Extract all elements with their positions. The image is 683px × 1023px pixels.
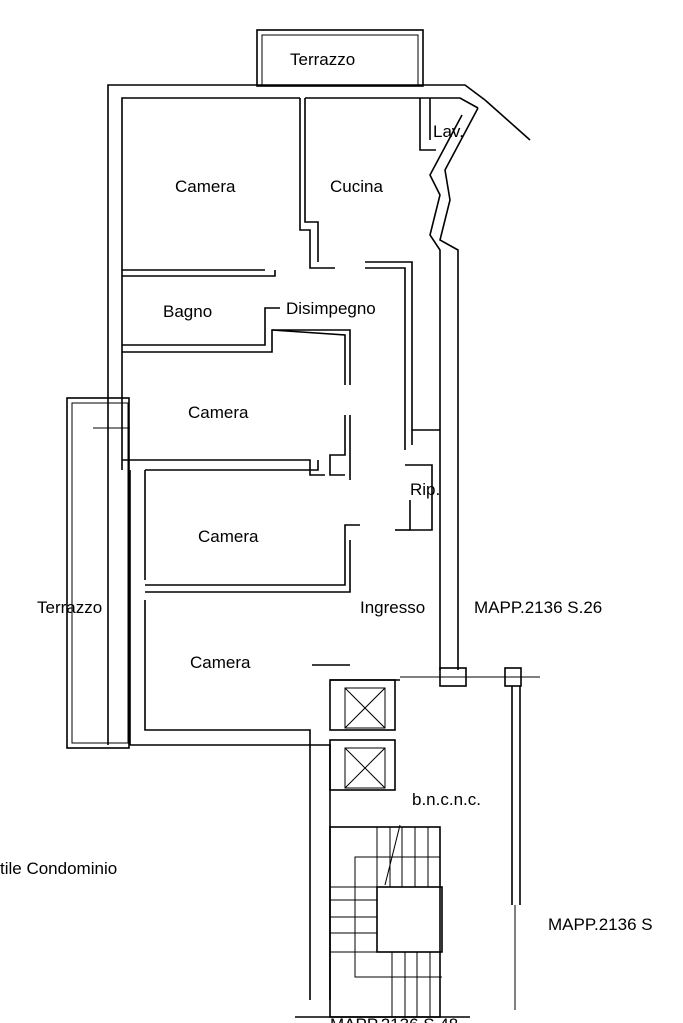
label-cortile-condominio: tile Condominio: [0, 859, 117, 878]
room-label-lavanderia: Lav.: [433, 122, 464, 141]
label-mapp-right: MAPP.2136 S: [548, 915, 653, 934]
label-bncnc: b.n.c.n.c.: [412, 790, 481, 809]
room-label-camera-4: Camera: [190, 653, 251, 672]
room-label-terrazzo-left: Terrazzo: [37, 598, 102, 617]
room-label-camera-3: Camera: [198, 527, 259, 546]
room-label-disimpegno: Disimpegno: [286, 299, 376, 318]
staircase: [329, 824, 443, 1018]
room-label-bagno: Bagno: [163, 302, 212, 321]
room-label-cucina: Cucina: [330, 177, 383, 196]
room-label-ingresso: Ingresso: [360, 598, 425, 617]
room-label-ripostiglio: Rip.: [410, 480, 440, 499]
label-mapp-s48: MAPP.2136 S.48: [330, 1015, 458, 1023]
room-label-camera-1: Camera: [175, 177, 236, 196]
room-label-terrazzo-top: Terrazzo: [290, 50, 355, 69]
label-mapp-s26: MAPP.2136 S.26: [474, 598, 602, 617]
room-label-camera-2: Camera: [188, 403, 249, 422]
walls: [66, 29, 540, 1018]
